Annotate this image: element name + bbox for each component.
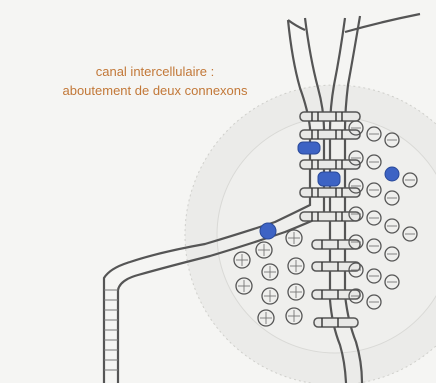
- membrane-top-left: [288, 20, 305, 30]
- connexon-highlight: [318, 172, 340, 186]
- caption-line-2: aboutement de deux connexons: [20, 81, 290, 100]
- membrane-hatching: [104, 290, 118, 370]
- connexon-highlight: [260, 223, 276, 239]
- connexon-highlight: [298, 142, 320, 154]
- connexon-pair: [314, 318, 358, 327]
- caption-line-1: canal intercellulaire :: [20, 62, 290, 81]
- connexon-highlight: [385, 167, 399, 181]
- connexon-pair: [300, 112, 360, 121]
- diagram-caption: canal intercellulaire : aboutement de de…: [20, 62, 290, 100]
- connexon-pair: [300, 160, 360, 169]
- membrane-top-right: [345, 14, 420, 32]
- connexon-pair: [312, 290, 360, 299]
- connexon-pair: [300, 188, 360, 197]
- connexon-pair: [300, 130, 360, 139]
